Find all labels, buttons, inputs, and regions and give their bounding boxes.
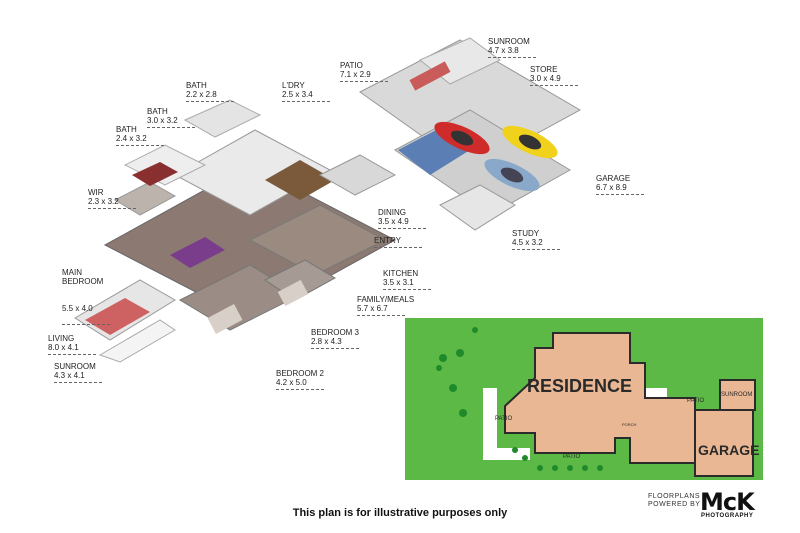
car-red xyxy=(434,121,490,155)
room-name: WIR xyxy=(88,188,104,197)
room-name: SUNROOM xyxy=(54,362,96,371)
logo-mck: McK xyxy=(700,488,755,516)
room-name: BATH xyxy=(116,125,137,134)
room-name: STUDY xyxy=(512,229,540,238)
room-name: BATH xyxy=(186,81,207,90)
room-label-entry: ENTRY xyxy=(374,236,422,248)
room-name: GARAGE xyxy=(596,174,631,183)
room-dim: 3.0 x 4.9 xyxy=(530,74,561,83)
room-name: MAIN BEDROOM xyxy=(62,268,104,286)
room-label-garage: GARAGE 6.7 x 8.9 xyxy=(596,174,644,195)
living-wing xyxy=(74,279,176,363)
credit: FLOORPLANS POWERED BY xyxy=(648,493,700,509)
patio-label-bottom: PATIO xyxy=(563,454,581,460)
room-name: LIVING xyxy=(48,334,75,343)
room-label-main-bedroom: MAIN BEDROOM 5.5 x 4.0 xyxy=(62,250,110,325)
floorplan-3d-illustration xyxy=(74,37,582,363)
car-yellow xyxy=(502,125,558,159)
bed-bedroom-2 xyxy=(207,304,243,334)
sofa xyxy=(170,237,225,268)
room-label-ldry: L'DRY 2.5 x 3.4 xyxy=(282,81,330,102)
garage-footprint xyxy=(694,409,754,477)
room-label-bedroom-3: BEDROOM 3 2.8 x 4.3 xyxy=(311,328,359,349)
site-plan: RESIDENCE GARAGE SUNROOM PATIO PATIO PAT… xyxy=(405,318,763,480)
patio-label-right: PATIO xyxy=(687,398,705,404)
site-plan-drawing xyxy=(436,327,756,477)
room-dim: 2.5 x 3.4 xyxy=(282,90,313,99)
room-label-wir: WIR 2.3 x 3.2 xyxy=(88,188,136,209)
disclaimer: This plan is for illustrative purposes o… xyxy=(292,507,508,519)
room-name: ENTRY xyxy=(374,236,401,245)
room-dim: 6.7 x 8.9 xyxy=(596,183,627,192)
room-label-sunroom-top: SUNROOM 4.7 x 3.8 xyxy=(488,37,536,58)
site-path xyxy=(483,388,530,460)
room-label-bath-1: BATH 2.2 x 2.8 xyxy=(186,81,234,102)
room-dim: 4.3 x 4.1 xyxy=(54,371,85,380)
room-label-patio: PATIO 7.1 x 2.9 xyxy=(340,61,388,82)
room-dim: 7.1 x 2.9 xyxy=(340,70,371,79)
sunroom-label: SUNROOM xyxy=(721,392,753,398)
credit-line-1: FLOORPLANS xyxy=(648,493,701,500)
room-label-dining: DINING 3.5 x 4.9 xyxy=(378,208,426,229)
car-blue xyxy=(484,158,540,192)
room-dim: 3.0 x 3.2 xyxy=(147,116,178,125)
room-dim: 2.4 x 3.2 xyxy=(116,134,147,143)
room-name: STORE xyxy=(530,65,558,74)
room-label-living: LIVING 8.0 x 4.1 xyxy=(48,334,96,355)
trees xyxy=(436,327,603,471)
room-name: SUNROOM xyxy=(488,37,530,46)
room-dim: 2.3 x 3.2 xyxy=(88,197,119,206)
sunroom-footprint xyxy=(719,379,756,411)
bath-wing xyxy=(113,99,262,216)
logo-subtitle: PHOTOGRAPHY xyxy=(701,513,754,519)
room-name: L'DRY xyxy=(282,81,305,90)
room-dim: 3.5 x 3.1 xyxy=(383,278,414,287)
room-label-study: STUDY 4.5 x 3.2 xyxy=(512,229,560,250)
room-label-bath-3: BATH 2.4 x 3.2 xyxy=(116,125,164,146)
room-dim: 5.5 x 4.0 xyxy=(62,304,93,313)
room-label-bedroom-2: BEDROOM 2 4.2 x 5.0 xyxy=(276,369,324,390)
garage-label: GARAGE xyxy=(698,442,760,458)
room-dim: 4.5 x 3.2 xyxy=(512,238,543,247)
room-label-family-meals: FAMILY/MEALS 5.7 x 6.7 xyxy=(357,295,414,316)
credit-line-2: POWERED BY xyxy=(648,501,701,508)
room-label-kitchen: KITCHEN 3.5 x 3.1 xyxy=(383,269,431,290)
room-dim: 8.0 x 4.1 xyxy=(48,343,79,352)
bed-bedroom-3 xyxy=(277,279,309,307)
room-name: DINING xyxy=(378,208,406,217)
room-name: BEDROOM 3 xyxy=(311,328,360,337)
porch-label: PORCH xyxy=(622,422,637,427)
residence-label: RESIDENCE xyxy=(527,376,633,396)
room-dim: 2.8 x 4.3 xyxy=(311,337,342,346)
room-dim: 2.2 x 2.8 xyxy=(186,90,217,99)
room-dim: 4.2 x 5.0 xyxy=(276,378,307,387)
room-label-store: STORE 3.0 x 4.9 xyxy=(530,65,578,86)
room-name: PATIO xyxy=(340,61,363,70)
room-dim: 3.5 x 4.9 xyxy=(378,217,409,226)
room-label-sunroom-bottom: SUNROOM 4.3 x 4.1 xyxy=(54,362,102,383)
room-name: BEDROOM 2 xyxy=(276,369,325,378)
room-dim: 4.7 x 3.8 xyxy=(488,46,519,55)
room-name: KITCHEN xyxy=(383,269,419,278)
residence-footprint xyxy=(504,332,696,464)
room-name: FAMILY/MEALS xyxy=(357,295,415,304)
room-name: BATH xyxy=(147,107,168,116)
study-room xyxy=(439,184,516,231)
patio-label-left: PATIO xyxy=(495,416,513,422)
room-dim: 5.7 x 6.7 xyxy=(357,304,388,313)
room-label-bath-2: BATH 3.0 x 3.2 xyxy=(147,107,195,128)
